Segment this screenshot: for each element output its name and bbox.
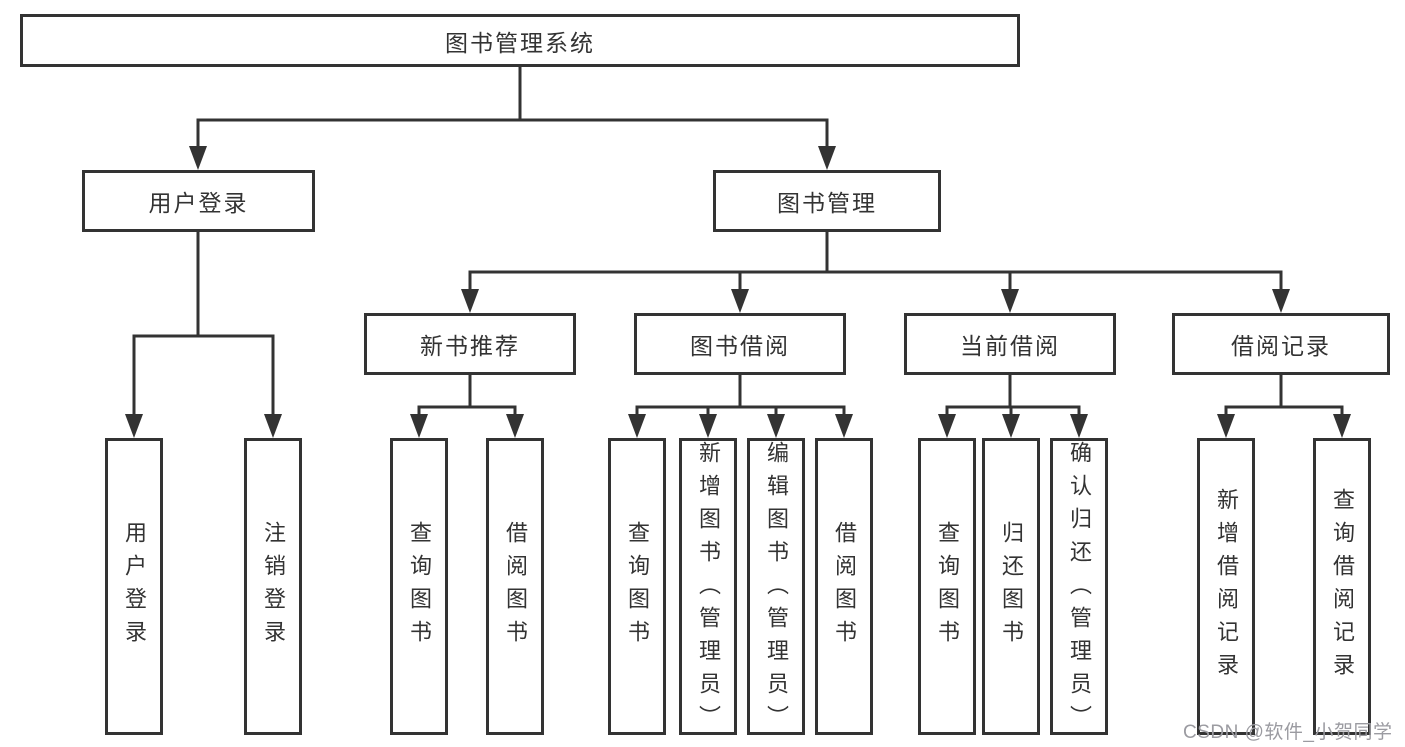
arrow-down-icon bbox=[1272, 289, 1290, 313]
connector-currentborrow-to-leaves bbox=[938, 375, 1088, 438]
leaf-add-books-admin: 新增图书（管理员） bbox=[679, 438, 737, 738]
arrow-down-icon bbox=[767, 414, 785, 438]
arrow-down-icon bbox=[731, 289, 749, 313]
arrow-down-icon bbox=[189, 146, 207, 170]
node-label: 借阅图书 bbox=[503, 520, 528, 653]
node-label: 图书借阅 bbox=[690, 333, 790, 359]
arrow-down-icon bbox=[410, 414, 428, 438]
node-label: 确认归还（管理员） bbox=[1067, 441, 1092, 738]
leaf-borrow-books-recommend: 借阅图书 bbox=[486, 438, 544, 735]
leaf-edit-books-admin: 编辑图书（管理员） bbox=[747, 438, 805, 738]
node-label: 图书管理系统 bbox=[445, 29, 595, 56]
arrow-down-icon bbox=[818, 146, 836, 170]
arrow-down-icon bbox=[1333, 414, 1351, 438]
arrow-down-icon bbox=[264, 414, 282, 438]
arrow-down-icon bbox=[1217, 414, 1235, 438]
node-label: 注销登录 bbox=[261, 520, 286, 653]
node-label: 新书推荐 bbox=[420, 333, 520, 359]
arrow-down-icon bbox=[461, 289, 479, 313]
node-label: 归还图书 bbox=[999, 520, 1024, 653]
node-label: 图书管理 bbox=[777, 190, 877, 216]
leaf-return-books: 归还图书 bbox=[982, 438, 1040, 735]
arrow-down-icon bbox=[628, 414, 646, 438]
connector-bookborrow-to-leaves bbox=[628, 375, 853, 438]
leaf-query-books-borrow: 查询图书 bbox=[608, 438, 666, 735]
leaf-confirm-return-admin: 确认归还（管理员） bbox=[1050, 438, 1108, 738]
arrow-down-icon bbox=[835, 414, 853, 438]
leaf-user-login: 用户登录 bbox=[105, 438, 163, 735]
connector-userlogin-to-leaves bbox=[125, 232, 282, 438]
watermark: CSDN @软件_小贺同学 bbox=[1183, 722, 1393, 743]
node-label: 用户登录 bbox=[148, 190, 249, 216]
arrow-down-icon bbox=[1002, 414, 1020, 438]
arrow-down-icon bbox=[125, 414, 143, 438]
node-new-book-recommend: 新书推荐 bbox=[364, 313, 576, 375]
connector-bookmgmt-to-level3 bbox=[461, 232, 1290, 313]
node-label: 查询借阅记录 bbox=[1330, 487, 1355, 686]
node-label: 借阅图书 bbox=[832, 520, 857, 653]
arrow-down-icon bbox=[699, 414, 717, 438]
leaf-borrow-books: 借阅图书 bbox=[815, 438, 873, 735]
leaf-add-borrow-record: 新增借阅记录 bbox=[1197, 438, 1255, 735]
leaf-query-books-recommend: 查询图书 bbox=[390, 438, 448, 735]
node-label: 借阅记录 bbox=[1231, 333, 1331, 359]
node-label: 查询图书 bbox=[935, 520, 960, 653]
node-label: 新增图书（管理员） bbox=[696, 441, 721, 738]
node-user-login: 用户登录 bbox=[82, 170, 315, 232]
connector-borrowrecords-to-leaves bbox=[1217, 375, 1351, 438]
leaf-query-books-current: 查询图书 bbox=[918, 438, 976, 735]
node-label: 查询图书 bbox=[407, 520, 432, 653]
node-label: 查询图书 bbox=[625, 520, 650, 653]
leaf-query-borrow-record: 查询借阅记录 bbox=[1313, 438, 1371, 735]
arrow-down-icon bbox=[506, 414, 524, 438]
node-label: 编辑图书（管理员） bbox=[764, 441, 789, 738]
arrow-down-icon bbox=[1001, 289, 1019, 313]
node-borrow-records: 借阅记录 bbox=[1172, 313, 1390, 375]
leaf-logout: 注销登录 bbox=[244, 438, 302, 735]
node-label: 新增借阅记录 bbox=[1214, 487, 1239, 686]
node-label: 用户登录 bbox=[122, 520, 147, 653]
connector-root-to-level2 bbox=[189, 67, 836, 170]
node-label: 当前借阅 bbox=[960, 333, 1060, 359]
node-root-system: 图书管理系统 bbox=[20, 14, 1020, 67]
connector-newbooks-to-leaves bbox=[410, 375, 524, 438]
node-book-management: 图书管理 bbox=[713, 170, 941, 232]
node-current-borrow: 当前借阅 bbox=[904, 313, 1116, 375]
arrow-down-icon bbox=[938, 414, 956, 438]
arrow-down-icon bbox=[1070, 414, 1088, 438]
node-book-borrow: 图书借阅 bbox=[634, 313, 846, 375]
